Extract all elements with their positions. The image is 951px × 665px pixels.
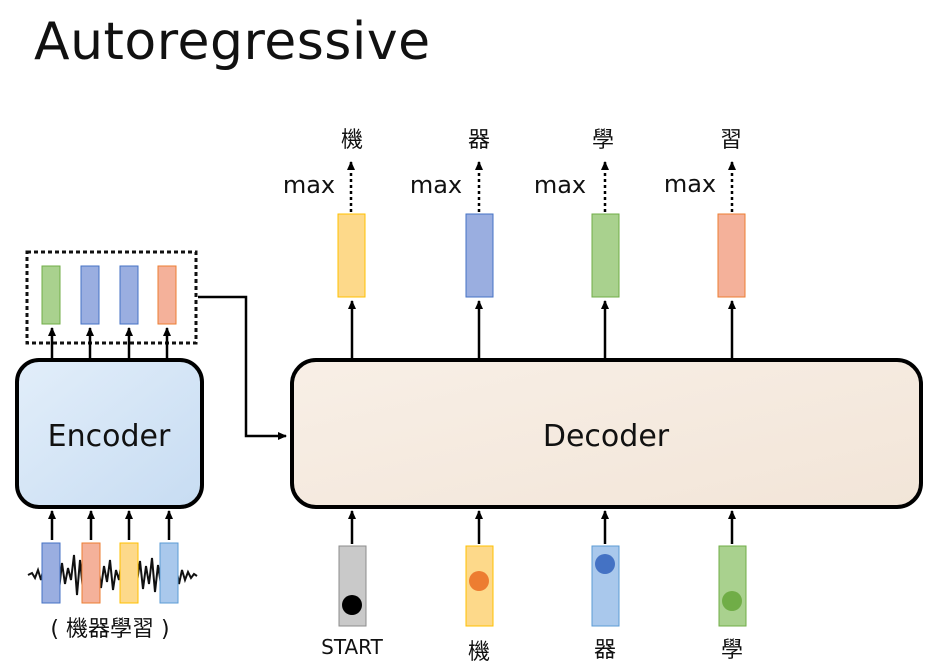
audio-feature-orange <box>81 542 101 604</box>
xue-token-dot <box>722 591 742 611</box>
audio-caption: ( 機器學習 ) <box>50 617 169 642</box>
output-token-3: 學 <box>592 128 614 153</box>
decoder-up-arrows <box>348 300 736 360</box>
decoder-label: Decoder <box>543 419 670 454</box>
audio-feature-yellow <box>119 542 139 604</box>
decoder-input-ji <box>465 545 494 627</box>
input-token-2: 機 <box>468 640 490 665</box>
decoder-input-xue <box>718 545 747 627</box>
input-token-3: 器 <box>594 638 616 663</box>
decoder-input-arrows <box>348 510 736 544</box>
encoder-up-arrows <box>48 327 171 360</box>
output-token-4: 習 <box>720 128 742 153</box>
output-token-1: 機 <box>341 128 363 153</box>
encoder-output-vector-green <box>41 265 61 325</box>
max-label-2: max <box>410 171 462 199</box>
encoder-label: Encoder <box>48 419 171 454</box>
audio-feature-light-blue <box>159 542 179 604</box>
encoder-output-box <box>25 250 198 345</box>
decoder-output-dist-yellow <box>337 213 366 298</box>
encoder-input-arrows <box>48 510 173 540</box>
encoder-to-decoder-connector <box>198 295 287 440</box>
input-token-1: START <box>321 635 383 659</box>
qi-token-dot <box>595 554 615 574</box>
encoder-output-vector-blue-2 <box>119 265 139 325</box>
decoder-output-dist-blue <box>465 213 494 298</box>
decoder-output-dist-green <box>591 213 620 298</box>
encoder-output-vector-blue-1 <box>80 265 100 325</box>
ji-token-dot <box>469 571 489 591</box>
encoder-output-vector-orange <box>157 265 177 325</box>
max-dotted-arrows <box>347 161 736 212</box>
start-token-dot <box>342 595 362 615</box>
decoder-input-qi <box>591 545 620 627</box>
page-title: Autoregressive <box>34 12 431 72</box>
decoder-output-dist-orange <box>717 213 746 298</box>
audio-feature-blue <box>41 542 61 604</box>
decoder-block <box>290 358 923 509</box>
decoder-input-start <box>338 545 367 627</box>
encoder-block <box>15 358 204 509</box>
max-label-4: max <box>664 170 716 198</box>
output-token-2: 器 <box>468 128 490 153</box>
max-label-1: max <box>283 171 335 199</box>
max-label-3: max <box>534 171 586 199</box>
input-token-4: 學 <box>721 638 743 663</box>
